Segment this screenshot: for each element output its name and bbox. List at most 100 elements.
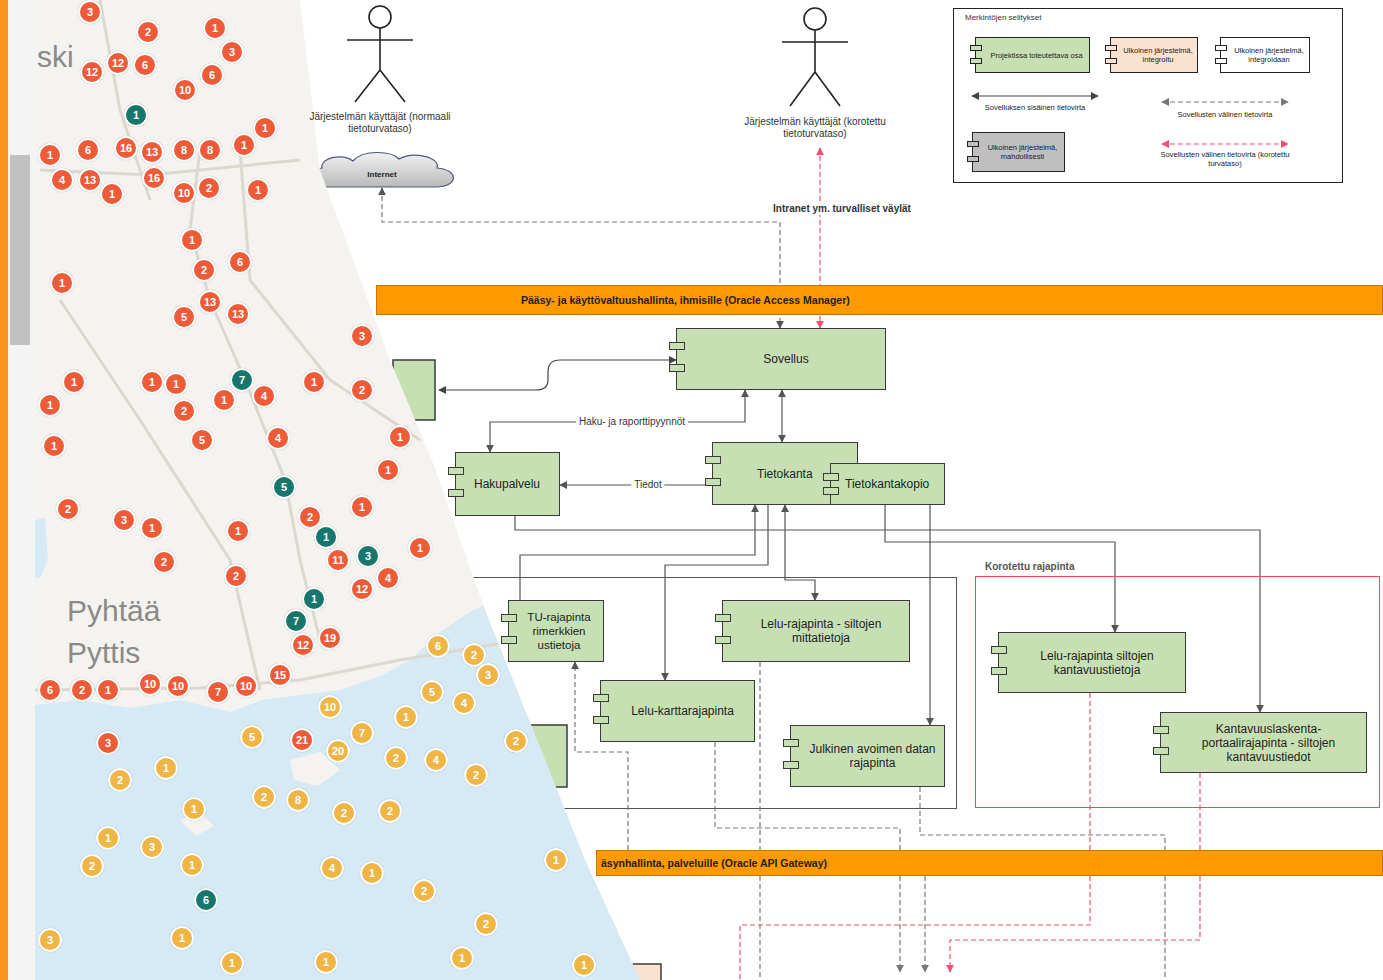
component-tab bbox=[448, 467, 464, 475]
cluster-marker: 1 bbox=[62, 370, 86, 394]
legend-line-sample bbox=[1162, 143, 1288, 144]
edge-label: Haku- ja raporttipyynnöt bbox=[576, 416, 688, 428]
cluster-marker: 4 bbox=[376, 566, 400, 590]
cluster-marker: 4 bbox=[266, 426, 290, 450]
cluster-marker: 2 bbox=[332, 801, 356, 825]
component-tab bbox=[991, 667, 1007, 675]
cluster-marker: 2 bbox=[197, 176, 221, 200]
cluster-marker: 3 bbox=[476, 663, 500, 687]
cluster-marker: 3 bbox=[96, 731, 120, 755]
secure-interface-group: Korotettu rajapintaLelu-rajapinta siltoj… bbox=[975, 556, 1380, 808]
cluster-marker: 1 bbox=[408, 536, 432, 560]
node-label: Pääsy- ja käyttövaltuushallinta, ihmisil… bbox=[521, 294, 850, 306]
cluster-marker: 2 bbox=[108, 768, 132, 792]
cluster-marker: 2 bbox=[384, 746, 408, 770]
cluster-marker: 13 bbox=[140, 140, 164, 164]
cluster-marker: 1 bbox=[394, 705, 418, 729]
cluster-marker: 2 bbox=[474, 912, 498, 936]
cluster-marker: 6 bbox=[133, 53, 157, 77]
component-tab bbox=[1153, 747, 1169, 755]
cluster-marker: 1 bbox=[96, 678, 120, 702]
cluster-marker: 3 bbox=[78, 0, 102, 24]
cluster-marker: 2 bbox=[56, 497, 80, 521]
component-box: Lelu-rajapinta - siltojen mittatietoja bbox=[722, 600, 910, 662]
map-road bbox=[190, 150, 320, 640]
component-tab bbox=[823, 487, 839, 495]
cluster-marker: 12 bbox=[80, 60, 104, 84]
component-box: Tietokantakopio bbox=[830, 463, 945, 505]
cluster-marker: 6 bbox=[194, 888, 218, 912]
component-tab bbox=[991, 646, 1007, 654]
legend-swatch-tab bbox=[1105, 58, 1117, 64]
actor-body bbox=[379, 28, 381, 70]
cluster-marker: 1 bbox=[180, 853, 204, 877]
legend-swatch-tab bbox=[967, 156, 979, 162]
cluster-marker: 1 bbox=[180, 228, 204, 252]
cluster-marker: 10 bbox=[166, 674, 190, 698]
cluster-marker: 1 bbox=[203, 16, 227, 40]
legend-line-sample bbox=[972, 95, 1098, 96]
legend-text: Sovellusten välinen tietovirta bbox=[1165, 110, 1285, 119]
cluster-marker: 16 bbox=[114, 136, 138, 160]
node-label: Lelu-rajapinta - siltojen mittatietoja bbox=[739, 617, 903, 645]
cluster-marker: 10 bbox=[234, 674, 258, 698]
legend-text: Sovelluksen sisäinen tietovirta bbox=[975, 103, 1095, 112]
component-box: Lelu-karttarajapinta bbox=[600, 680, 755, 742]
legend-text: Projektissa toteutettava osa bbox=[990, 51, 1082, 60]
cluster-marker: 10 bbox=[318, 695, 342, 719]
legend-swatch: Ulkoinen järjestelmä, integroitu bbox=[1110, 37, 1198, 73]
node-label: Järjestelmän käyttäjät (normaali tietotu… bbox=[300, 111, 460, 135]
node-label: Järjestelmän käyttäjät (korotettu tietot… bbox=[735, 116, 895, 140]
connector bbox=[1199, 773, 1200, 850]
map-roads bbox=[35, 0, 520, 690]
cluster-marker: 4 bbox=[452, 691, 476, 715]
component-tab bbox=[501, 636, 517, 644]
cluster-marker: 2 bbox=[136, 20, 160, 44]
component-box: Kantavuuslaskenta-portaalirajapinta - si… bbox=[1160, 712, 1367, 773]
legend-swatch-tab bbox=[1105, 45, 1117, 51]
cluster-marker: 1 bbox=[544, 848, 568, 872]
cluster-marker: 3 bbox=[112, 508, 136, 532]
cluster-marker: 15 bbox=[268, 663, 292, 687]
legend-swatch: Projektissa toteutettava osa bbox=[975, 37, 1090, 73]
cluster-marker: 3 bbox=[38, 928, 62, 952]
cluster-marker: 2 bbox=[504, 729, 528, 753]
cluster-marker: 21 bbox=[290, 728, 314, 752]
cluster-marker: 6 bbox=[228, 250, 252, 274]
cluster-marker: 1 bbox=[376, 458, 400, 482]
scroll-track bbox=[8, 0, 35, 980]
cluster-marker: 12 bbox=[106, 51, 130, 75]
cluster-marker: 1 bbox=[450, 946, 474, 970]
actor-arms bbox=[782, 41, 848, 43]
cluster-marker: 1 bbox=[220, 951, 244, 975]
flow-line bbox=[1164, 876, 1165, 980]
connector bbox=[929, 505, 930, 725]
actor-label: Järjestelmän käyttäjät (normaali tietotu… bbox=[300, 111, 460, 147]
actor-label: Järjestelmän käyttäjät (korotettu tietot… bbox=[735, 116, 895, 148]
node-label: Internet bbox=[367, 170, 396, 179]
component-tab bbox=[593, 694, 609, 702]
legend-swatch: Ulkoinen järjestelmä, integroidaan bbox=[1220, 37, 1310, 73]
map-area bbox=[35, 0, 735, 980]
component-tab bbox=[783, 739, 799, 747]
component-tab bbox=[593, 716, 609, 724]
cluster-marker: 7 bbox=[284, 609, 308, 633]
cluster-marker: 2 bbox=[70, 678, 94, 702]
cluster-marker: 5 bbox=[420, 680, 444, 704]
cluster-marker: 5 bbox=[172, 305, 196, 329]
map-land bbox=[35, 0, 735, 980]
legend-swatch-tab bbox=[970, 58, 982, 64]
node-label: Sovellus bbox=[763, 352, 808, 366]
cluster-marker: 6 bbox=[200, 63, 224, 87]
cluster-marker: 6 bbox=[426, 634, 450, 658]
actor-leg bbox=[790, 72, 815, 106]
flow-line bbox=[924, 876, 925, 972]
cluster-marker: 8 bbox=[286, 788, 310, 812]
cluster-marker: 12 bbox=[291, 633, 315, 657]
place-name: Pyhtää bbox=[67, 596, 160, 626]
cluster-marker: 20 bbox=[326, 739, 350, 763]
cluster-marker: 2 bbox=[350, 378, 374, 402]
component-tab bbox=[783, 761, 799, 769]
cluster-marker: 11 bbox=[326, 548, 350, 572]
cluster-marker: 1 bbox=[100, 182, 124, 206]
